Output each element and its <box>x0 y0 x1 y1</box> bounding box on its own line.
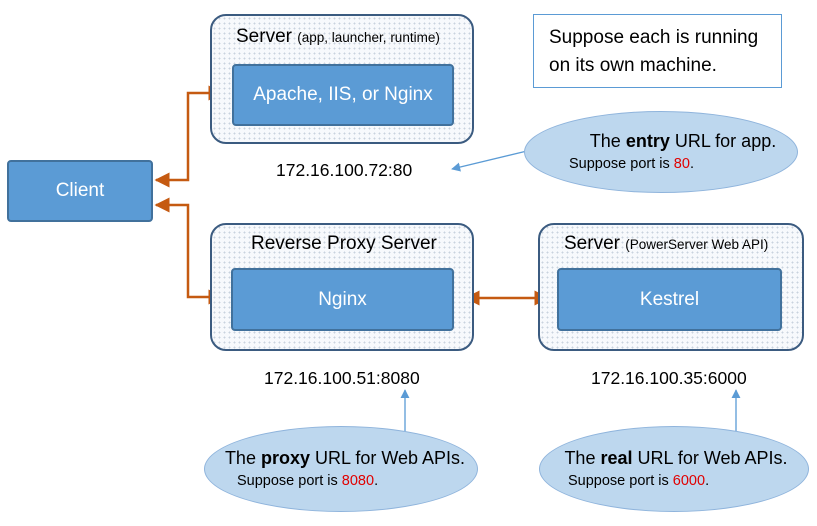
proxy-software-label: Nginx <box>318 288 367 310</box>
api-server-title: Server (PowerServer Web API) <box>564 233 768 255</box>
real-callout-pre: The <box>564 448 601 468</box>
real-callout-bold: real <box>600 448 633 468</box>
kestrel-box: Kestrel <box>557 268 782 331</box>
entry-callout-sub-post: . <box>689 156 694 172</box>
proxy-software-box: Nginx <box>231 268 454 331</box>
client-label: Client <box>55 180 105 201</box>
web-server-title-text: Server <box>236 26 292 47</box>
web-server-address: 172.16.100.72:80 <box>276 160 413 180</box>
entry-callout-port: 80 <box>673 156 690 172</box>
entry-url-pointer-arrow <box>451 150 528 172</box>
proxy-url-callout: The proxy URL for Web APIs. Suppose port… <box>204 426 478 512</box>
entry-url-callout-line-2: Suppose port is 80. <box>569 153 694 175</box>
client-to-web-server-connector <box>154 85 224 188</box>
proxy-callout-sub-post: . <box>374 473 379 489</box>
real-url-callout-line-1: The real URL for Web APIs. <box>564 446 787 470</box>
entry-callout-pre: The <box>589 131 626 151</box>
proxy-callout-pre: The <box>224 448 261 468</box>
entry-url-callout: The entry URL for app. Suppose port is 8… <box>524 111 798 193</box>
real-callout-sub-pre: Suppose port is <box>568 473 673 489</box>
real-url-callout-line-2: Suppose port is 6000. <box>568 470 709 492</box>
proxy-callout-port: 8080 <box>341 473 375 489</box>
entry-callout-sub-pre: Suppose port is <box>569 156 674 172</box>
proxy-callout-post: URL for Web APIs. <box>310 448 466 468</box>
proxy-url-callout-line-2: Suppose port is 8080. <box>237 470 378 492</box>
client-to-proxy-connector <box>154 197 224 305</box>
real-url-callout: The real URL for Web APIs. Suppose port … <box>539 426 809 512</box>
machine-note-line-2: on its own machine. <box>549 55 717 76</box>
api-server-title-text: Server <box>564 233 620 254</box>
client-node: Client <box>7 160 153 222</box>
real-callout-port: 6000 <box>672 473 706 489</box>
real-callout-sub-post: . <box>705 473 710 489</box>
proxy-url-callout-line-1: The proxy URL for Web APIs. <box>225 446 465 470</box>
web-server-software-label: Apache, IIS, or Nginx <box>253 84 433 105</box>
proxy-callout-bold: proxy <box>260 448 310 468</box>
api-server-address: 172.16.100.35:6000 <box>591 368 747 388</box>
web-server-software-box: Apache, IIS, or Nginx <box>232 64 454 126</box>
proxy-server-title: Reverse Proxy Server <box>251 233 437 254</box>
web-server-title: Server (app, launcher, runtime) <box>236 26 440 48</box>
proxy-callout-sub-pre: Suppose port is <box>237 473 342 489</box>
web-server-title-note: (app, launcher, runtime) <box>297 30 440 45</box>
kestrel-label: Kestrel <box>639 288 700 310</box>
machine-note-line-1: Suppose each is running <box>549 27 759 48</box>
entry-url-callout-line-1: The entry URL for app. <box>590 129 776 153</box>
proxy-server-address: 172.16.100.51:8080 <box>264 368 420 388</box>
entry-callout-bold: entry <box>625 131 670 151</box>
entry-callout-post: URL for app. <box>669 131 777 151</box>
real-callout-post: URL for Web APIs. <box>632 448 788 468</box>
machine-note-box: Suppose each is running on its own machi… <box>533 14 782 88</box>
api-server-title-note: (PowerServer Web API) <box>625 237 769 252</box>
